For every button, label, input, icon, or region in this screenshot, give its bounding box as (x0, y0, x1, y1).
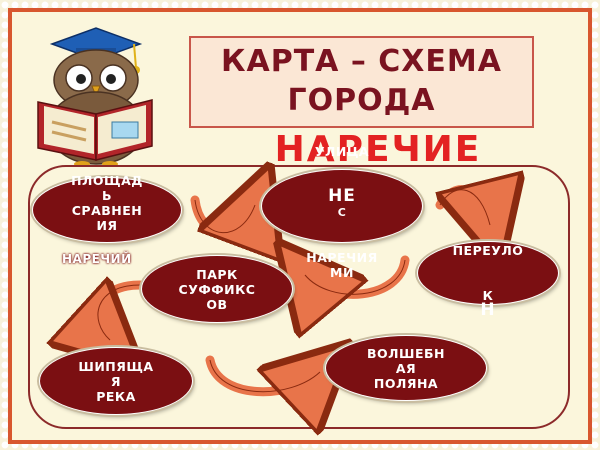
node-ulitsa-top: УЛИЦА (314, 143, 370, 159)
owl-with-book-icon (37, 27, 153, 167)
node-pereulok-small: К (482, 288, 494, 303)
node-ulitsa[interactable]: УЛИЦА НЕ С НАРЕЧИЯ МИ (262, 144, 422, 280)
node-reka-label: ШИПЯЩА Я РЕКА (78, 358, 154, 404)
node-ploshchad-label: ПЛОЩАД Ь СРАВНЕН ИЯ (71, 173, 143, 233)
node-ulitsa-small: С (337, 205, 347, 219)
node-polyana-label: ВОЛШЕБН АЯ ПОЛЯНА (366, 345, 445, 391)
node-pereulok-top: ПЕРЕУЛО (452, 243, 524, 258)
node-pereulok-label: ПЕРЕУЛО К Н (452, 228, 524, 320)
node-park-label: ПАРК СУФФИКС ОВ (178, 266, 256, 312)
node-polyana[interactable]: ВОЛШЕБН АЯ ПОЛЯНА (326, 336, 486, 400)
node-ploshchad-extra: НАРЕЧИЙ (62, 252, 132, 266)
node-park[interactable]: ПАРК СУФФИКС ОВ (142, 256, 292, 322)
arrow-park-to-reka (98, 285, 140, 340)
arrow-ploshchad-to-ulitsa (190, 200, 255, 233)
node-ulitsa-label: УЛИЦА НЕ С НАРЕЧИЯ МИ (306, 129, 378, 280)
node-pereulok-big: Н (480, 300, 496, 320)
node-ploshchad[interactable]: ПЛОЩАД Ь СРАВНЕН ИЯ (33, 173, 181, 242)
node-ulitsa-rest: НАРЕЧИЯ МИ (306, 249, 378, 280)
arrow-outline-group (97, 189, 491, 393)
node-ulitsa-big: НЕ (328, 185, 356, 206)
title-line-1: КАРТА – СХЕМА (220, 44, 502, 79)
title-line-2: ГОРОДА (287, 83, 436, 118)
node-reka[interactable]: ШИПЯЩА Я РЕКА (40, 348, 192, 414)
title-box: КАРТА – СХЕМА ГОРОДА (189, 36, 534, 128)
arrow-reka-to-polyana (205, 360, 320, 392)
node-pereulok[interactable]: ПЕРЕУЛО К Н (418, 242, 558, 319)
subtitle: НАРЕЧИЕ (274, 129, 482, 170)
